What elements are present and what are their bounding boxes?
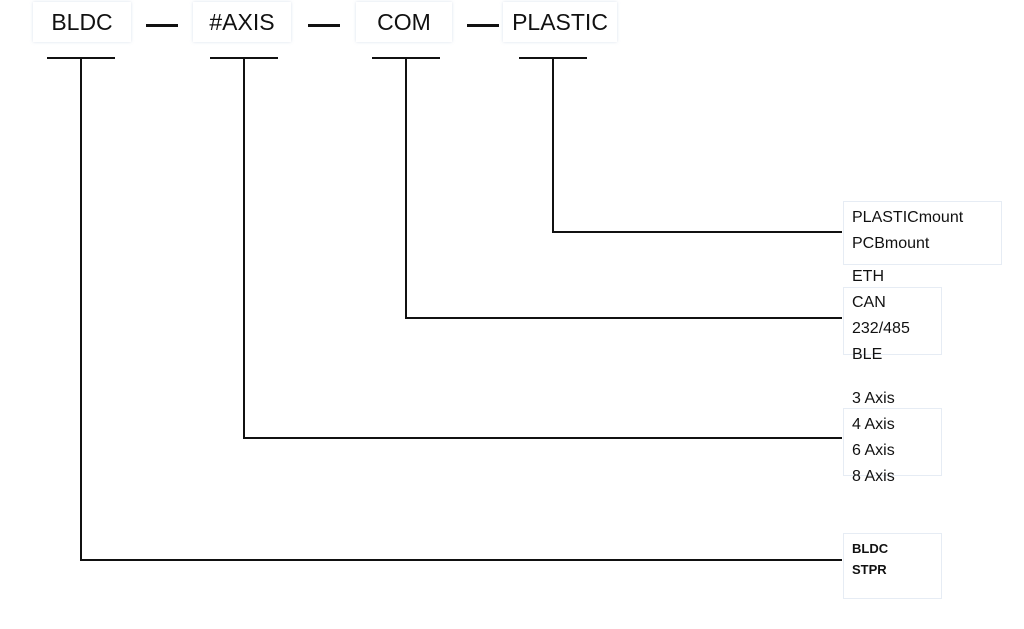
segment-axis-label: #AXIS (209, 8, 275, 35)
bldc-options: BLDC STPR (852, 538, 888, 580)
segment-plastic: PLASTIC (503, 2, 617, 42)
connector-com-vertical (405, 57, 407, 318)
connector-axis-vertical (243, 57, 245, 438)
com-options-box (843, 287, 942, 355)
option-3-axis: 3 Axis (852, 390, 895, 407)
option-4-axis: 4 Axis (852, 416, 895, 433)
connector-plastic-horizontal (552, 231, 842, 233)
connector-axis-horizontal (243, 437, 842, 439)
axis-options-box (843, 408, 942, 476)
segment-com: COM (356, 2, 452, 42)
dash-separator (146, 24, 178, 27)
bldc-options-box (843, 533, 942, 599)
dash-separator (308, 24, 340, 27)
option-can: CAN (852, 294, 886, 311)
option-6-axis: 6 Axis (852, 442, 895, 459)
option-pcb-mount: PCBmount (852, 235, 930, 252)
connector-com-horizontal (405, 317, 842, 319)
option-232-485: 232/485 (852, 320, 910, 337)
segment-axis: #AXIS (193, 2, 291, 42)
segment-bldc: BLDC (33, 2, 131, 42)
option-bldc: BLDC (852, 541, 889, 556)
axis-options: 3 Axis 4 Axis 6 Axis 8 Axis (852, 386, 895, 490)
plastic-options-box (843, 201, 1002, 265)
dash-separator (467, 24, 499, 27)
connector-bldc-vertical (80, 57, 82, 560)
option-8-axis: 8 Axis (852, 468, 895, 485)
option-ble: BLE (852, 346, 883, 363)
option-plastic-mount: PLASTICmount (852, 209, 964, 226)
segment-bldc-label: BLDC (51, 8, 113, 35)
com-options: ETH CAN 232/485 BLE (852, 264, 910, 368)
connector-bldc-horizontal (80, 559, 842, 561)
connector-plastic-vertical (552, 57, 554, 232)
option-eth: ETH (852, 268, 884, 285)
segment-com-label: COM (377, 8, 431, 35)
segment-plastic-label: PLASTIC (512, 8, 608, 35)
plastic-options: PLASTICmount PCBmount (852, 205, 963, 257)
option-stpr: STPR (852, 562, 887, 577)
